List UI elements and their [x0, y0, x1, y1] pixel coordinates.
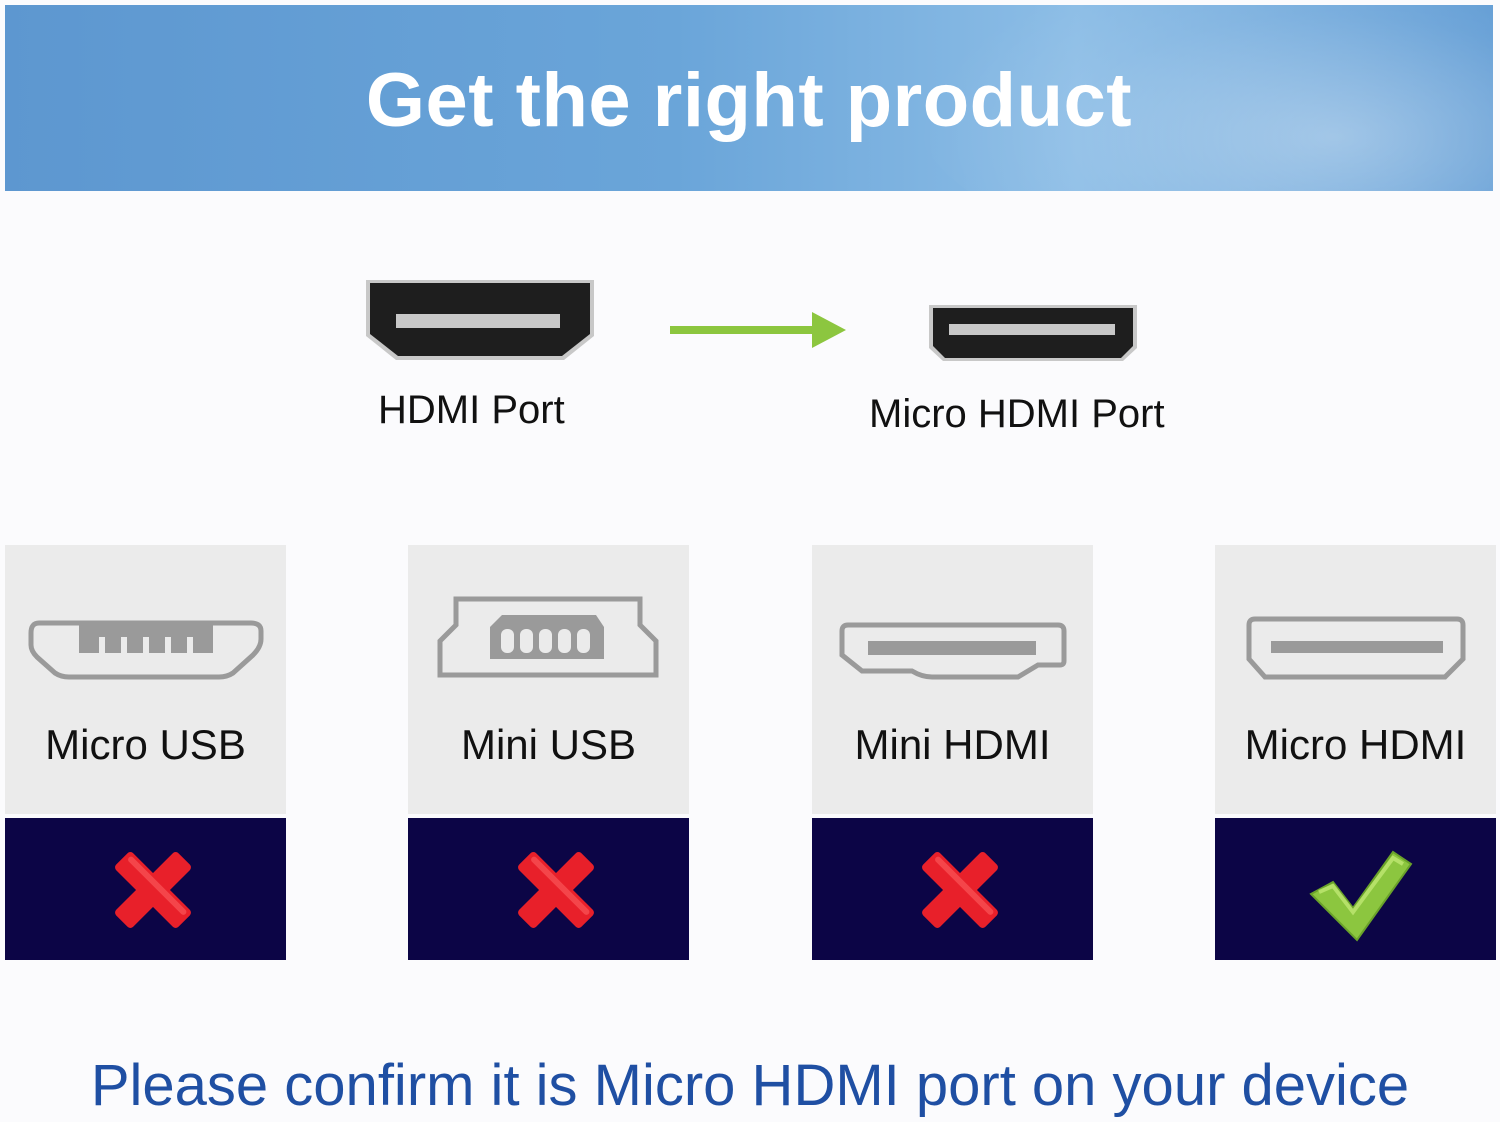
- hdmi-port-icon: [366, 280, 594, 360]
- footer-note: Please confirm it is Micro HDMI port on …: [90, 1053, 1410, 1118]
- status-panel: [5, 818, 286, 960]
- hdmi-port-label: HDMI Port: [378, 388, 565, 432]
- card-label: Mini USB: [460, 721, 637, 768]
- mini-hdmi-icon: [839, 622, 1067, 680]
- micro-usb-icon: [28, 620, 264, 680]
- card-top: Micro HDMI: [1215, 545, 1496, 814]
- card-top: Micro USB: [5, 545, 286, 814]
- connector-card-mini-usb: Mini USB: [408, 545, 689, 960]
- micro-hdmi-port-label: Micro HDMI Port: [869, 392, 1165, 436]
- cross-icon: [115, 852, 191, 928]
- status-panel: [1215, 818, 1496, 960]
- cross-icon: [922, 852, 998, 928]
- card-label: Micro USB: [45, 721, 246, 768]
- header-banner: Get the right product: [5, 5, 1493, 191]
- arrow-right-icon: [670, 312, 846, 348]
- status-panel: [408, 818, 689, 960]
- banner-title: Get the right product: [365, 58, 1133, 143]
- card-top: Mini HDMI: [812, 545, 1093, 814]
- connector-card-micro-hdmi: Micro HDMI: [1215, 545, 1496, 960]
- card-label: Micro HDMI: [1244, 721, 1467, 768]
- banner-decoration: [913, 5, 1493, 191]
- status-panel: [812, 818, 1093, 960]
- micro-hdmi-port-icon: [929, 305, 1137, 361]
- connector-card-micro-usb: Micro USB: [5, 545, 286, 960]
- connector-card-mini-hdmi: Mini HDMI: [812, 545, 1093, 960]
- checkmark-icon: [1309, 850, 1413, 942]
- mini-usb-icon: [437, 596, 659, 678]
- card-label: Mini HDMI: [854, 721, 1051, 768]
- micro-hdmi-icon: [1246, 616, 1466, 680]
- card-top: Mini USB: [408, 545, 689, 814]
- cross-icon: [518, 852, 594, 928]
